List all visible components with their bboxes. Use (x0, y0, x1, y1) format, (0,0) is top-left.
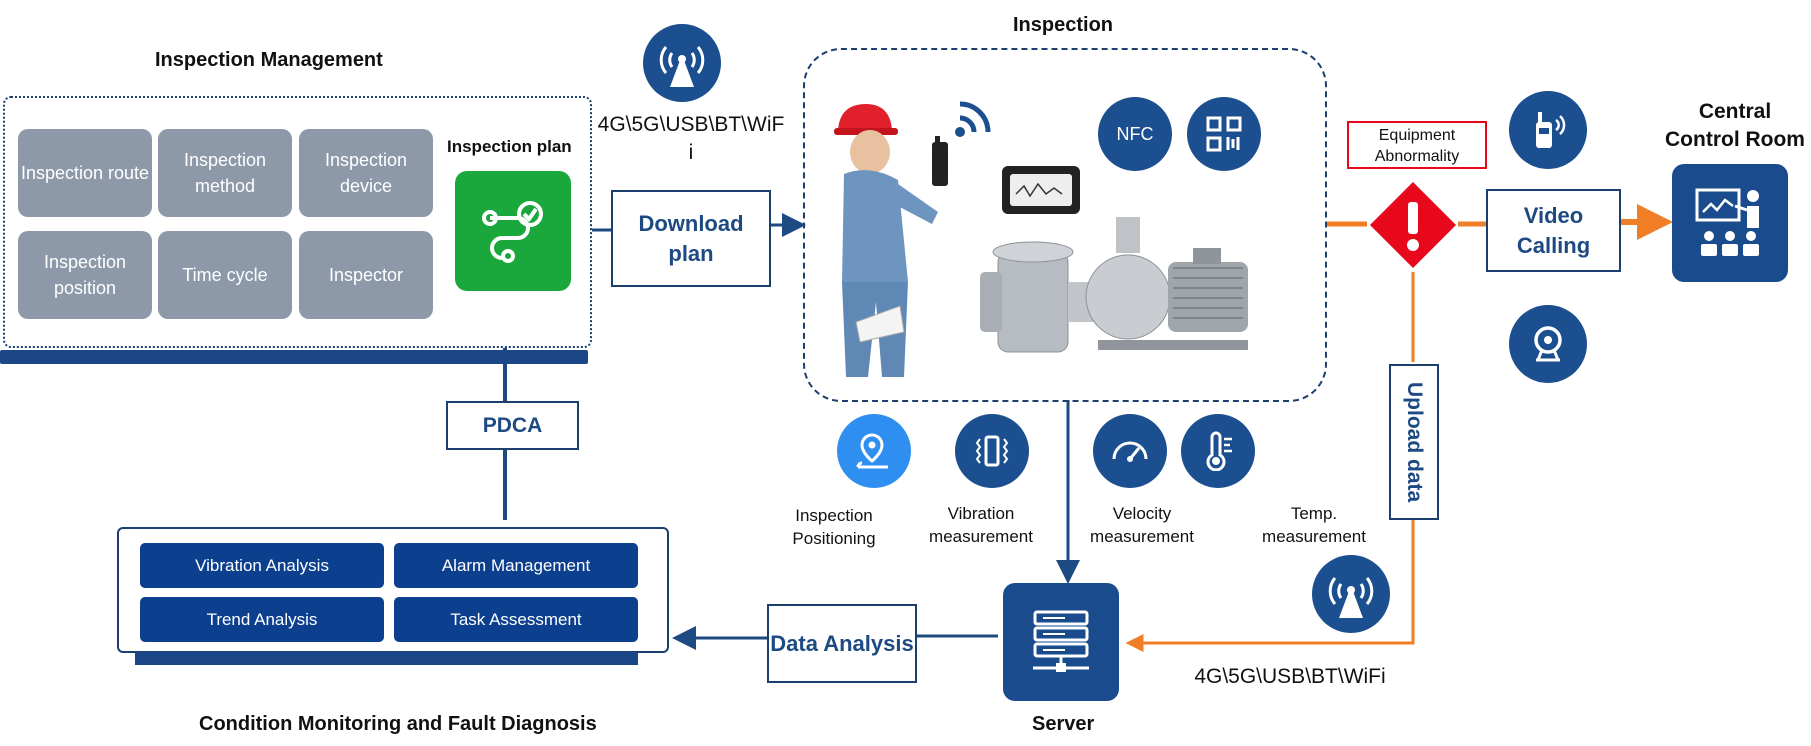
download-plan-box: Download plan (611, 190, 771, 287)
gauge-icon (1093, 414, 1167, 488)
inspection-plan-button[interactable] (455, 171, 571, 291)
data-analysis-box: Data Analysis (767, 604, 917, 683)
qr-code-icon (1187, 97, 1261, 171)
central-control-room-title: Central Control Room (1665, 100, 1805, 151)
antenna-icon (643, 24, 721, 102)
route-check-icon (482, 201, 543, 263)
upload-data-label: Upload data (1403, 381, 1426, 503)
tile-inspection-method[interactable]: Inspection method (158, 129, 292, 217)
condition-monitoring-base-bar (135, 652, 638, 665)
inspection-management-title: Inspection Management (155, 49, 383, 71)
nfc-icon: NFC (1098, 97, 1172, 171)
location-pin-icon (837, 414, 911, 488)
inspector-worker-illustration (834, 104, 948, 377)
inspection-management-base-bar (0, 350, 588, 364)
equipment-abnormality-box: Equipment Abnormality (1347, 121, 1487, 169)
inspection-panel (803, 48, 1327, 402)
server-title: Server (1032, 713, 1095, 735)
tile-time-cycle[interactable]: Time cycle (158, 231, 292, 319)
tile-inspection-route[interactable]: Inspection route (18, 129, 152, 217)
alarm-management-button[interactable]: Alarm Management (394, 543, 638, 588)
tile-inspection-position[interactable]: Inspection position (18, 231, 152, 319)
thermometer-icon (1181, 414, 1255, 488)
condition-monitoring-title: Condition Monitoring and Fault Diagnosis (199, 713, 597, 735)
temp-measurement-label: Temp. measurement (1262, 504, 1366, 546)
pump-motor-illustration (980, 217, 1248, 353)
trend-analysis-button[interactable]: Trend Analysis (140, 597, 384, 642)
central-control-room-button[interactable] (1672, 164, 1788, 282)
task-assessment-button[interactable]: Task Assessment (394, 597, 638, 642)
sensor-device-illustration (1002, 166, 1080, 214)
wireless-bottom-label: 4G\5G\USB\BT\WiFi (1194, 665, 1386, 688)
server-button[interactable] (1003, 583, 1119, 701)
webcam-icon (1509, 305, 1587, 383)
warning-diamond-icon (1368, 180, 1458, 270)
upload-data-box: Upload data (1389, 364, 1439, 520)
signal-waves-icon (955, 101, 991, 137)
wireless-top-label: 4G\5G\USB\BT\WiFi (597, 113, 785, 164)
vibration-measurement-label: Vibration measurement (929, 504, 1033, 546)
walkie-talkie-icon (1509, 91, 1587, 169)
inspection-title: Inspection (1013, 14, 1114, 36)
video-calling-box: Video Calling (1486, 189, 1621, 272)
inspection-positioning-label: Inspection Positioning (792, 506, 876, 548)
pdca-box: PDCA (446, 401, 579, 450)
nfc-label: NFC (1116, 123, 1154, 144)
inspection-plan-label: Inspection plan (447, 137, 572, 156)
vibration-icon (955, 414, 1029, 488)
vibration-analysis-button[interactable]: Vibration Analysis (140, 543, 384, 588)
velocity-measurement-label: Velocity measurement (1090, 504, 1194, 546)
tile-inspection-device[interactable]: Inspection device (299, 129, 433, 217)
presentation-icon (1695, 188, 1759, 256)
antenna-icon-bottom (1312, 555, 1390, 633)
server-icon (1033, 610, 1089, 672)
tile-inspector[interactable]: Inspector (299, 231, 433, 319)
